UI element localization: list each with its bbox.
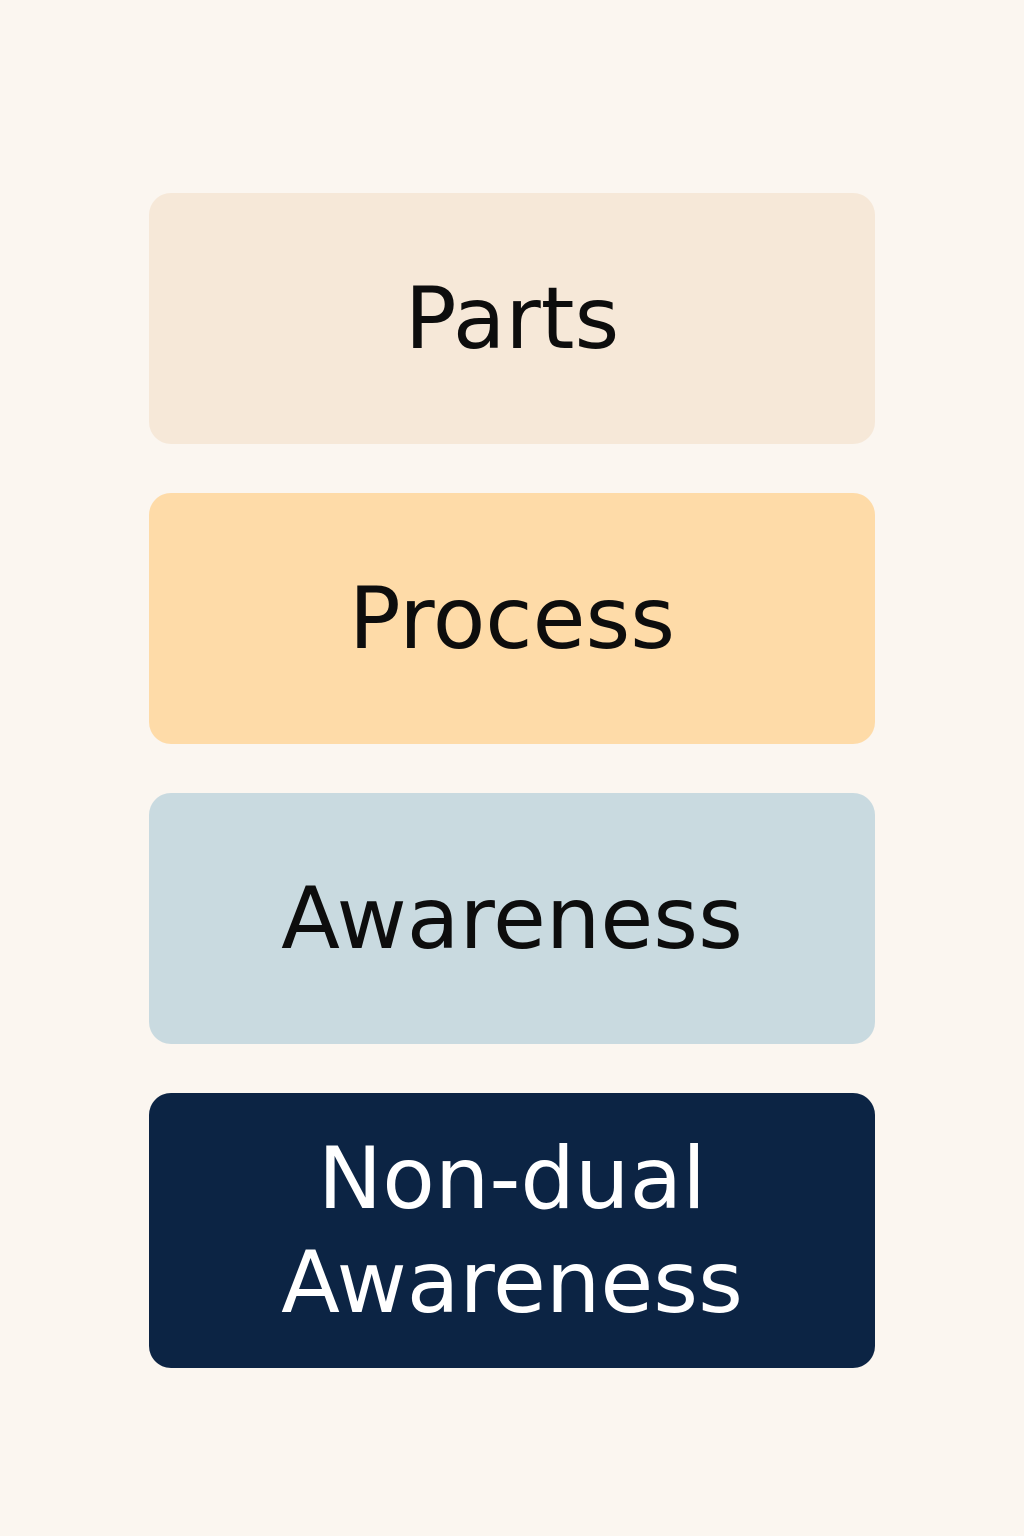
level-label: Parts [405,264,620,374]
level-label-line: Process [348,568,676,669]
level-process: Process [149,493,875,744]
level-label-line: Awareness [281,1232,743,1333]
level-non-dual-awareness: Non-dual Awareness [149,1093,875,1368]
level-label-line: Non-dual [317,1128,707,1229]
level-label: Process [349,564,675,674]
level-label: Non-dual Awareness [281,1127,743,1335]
level-awareness: Awareness [149,793,875,1044]
level-parts: Parts [149,193,875,444]
levels-stack: Parts Process Awareness Non-dual Awarene… [149,193,875,1368]
level-label: Awareness [281,864,743,974]
level-label-line: Awareness [281,868,743,969]
level-label-line: Parts [404,268,620,369]
